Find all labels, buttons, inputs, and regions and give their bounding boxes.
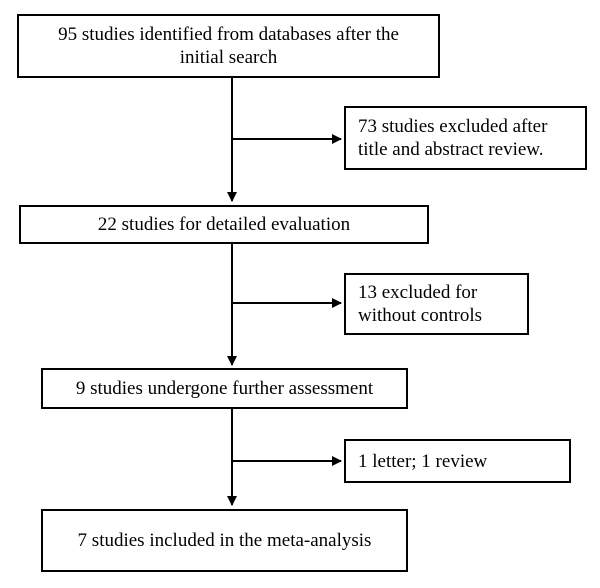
detailed-box: 22 studies for detailed evaluation	[19, 205, 429, 244]
excluded-controls-box: 13 excluded for without controls	[344, 273, 529, 335]
excluded-controls-line1: 13 excluded for	[358, 282, 478, 303]
included-box: 7 studies included in the meta-analysis	[41, 509, 408, 572]
excluded-controls-line2: without controls	[358, 305, 483, 326]
further-box: 9 studies undergone further assessment	[41, 368, 408, 409]
identified-line2: initial search	[179, 47, 278, 68]
further-line1: 9 studies undergone further assessment	[75, 378, 374, 399]
excluded-title-box: 73 studies excluded after title and abst…	[344, 106, 587, 170]
excluded-title-line1: 73 studies excluded after	[358, 116, 548, 137]
identified-line1: 95 studies identified from databases aft…	[58, 24, 399, 45]
excluded-title-line2: title and abstract review.	[358, 139, 544, 160]
excluded-letter-line1: 1 letter; 1 review	[358, 450, 488, 472]
included-line1: 7 studies included in the meta-analysis	[77, 530, 372, 551]
identified-box: 95 studies identified from databases aft…	[17, 14, 440, 78]
detailed-line1: 22 studies for detailed evaluation	[97, 214, 351, 235]
excluded-letter-box: 1 letter; 1 review	[344, 439, 571, 483]
